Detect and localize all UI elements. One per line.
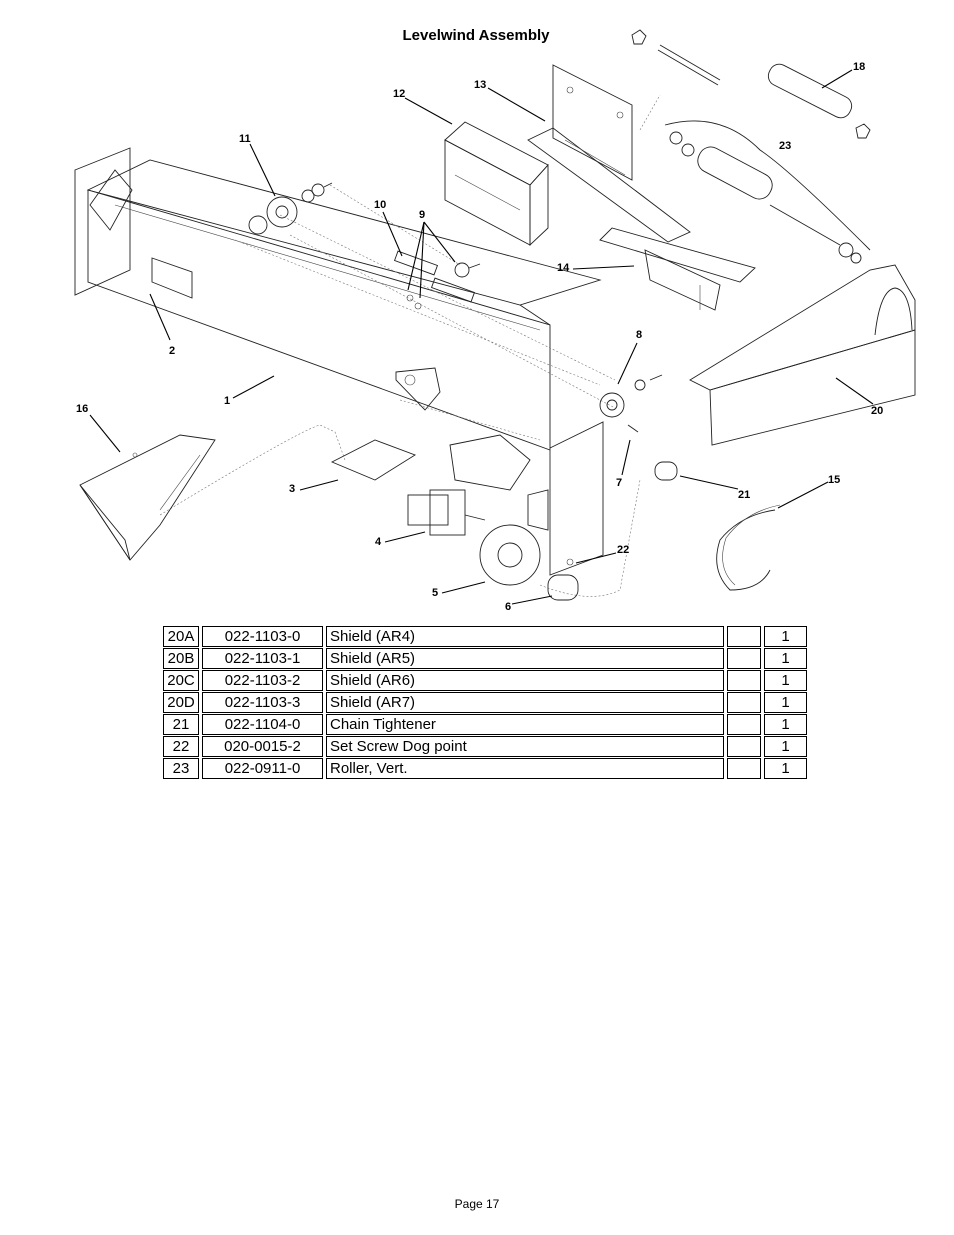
- note-cell: [727, 758, 761, 779]
- parts-table: 20A 022-1103-0 Shield (AR4) 1 20B 022-11…: [160, 625, 810, 780]
- callout-21: 21: [738, 489, 750, 501]
- quantity-cell: 1: [764, 648, 807, 669]
- table-row: 21 022-1104-0 Chain Tightener 1: [163, 714, 807, 735]
- note-cell: [727, 670, 761, 691]
- table-row: 20A 022-1103-0 Shield (AR4) 1: [163, 626, 807, 647]
- callout-10: 10: [374, 199, 386, 211]
- leader-lines: [89, 69, 874, 605]
- callout-13: 13: [474, 79, 486, 91]
- sprocket-8-drawing: [599, 374, 663, 433]
- callout-18: 18: [853, 61, 865, 73]
- item-cell: 23: [163, 758, 199, 779]
- note-cell: [727, 692, 761, 713]
- note-cell: [727, 626, 761, 647]
- quantity-cell: 1: [764, 692, 807, 713]
- description-cell: Set Screw Dog point: [326, 736, 724, 757]
- callout-22: 22: [617, 544, 629, 556]
- table-row: 20B 022-1103-1 Shield (AR5) 1: [163, 648, 807, 669]
- description-cell: Shield (AR4): [326, 626, 724, 647]
- note-cell: [727, 714, 761, 735]
- callout-8: 8: [636, 329, 642, 341]
- table-row: 23 022-0911-0 Roller, Vert. 1: [163, 758, 807, 779]
- callout-11: 11: [239, 133, 251, 145]
- part-number-cell: 020-0015-2: [202, 736, 323, 757]
- drive-components-drawing: [330, 434, 579, 601]
- part-number-cell: 022-1103-0: [202, 626, 323, 647]
- callout-1: 1: [224, 395, 230, 407]
- quantity-cell: 1: [764, 758, 807, 779]
- chain-links-drawing: [393, 250, 481, 310]
- part-number-cell: 022-1104-0: [202, 714, 323, 735]
- table-row: 22 020-0015-2 Set Screw Dog point 1: [163, 736, 807, 757]
- part-number-cell: 022-1103-2: [202, 670, 323, 691]
- item-cell: 21: [163, 714, 199, 735]
- callout-20: 20: [871, 405, 883, 417]
- quantity-cell: 1: [764, 714, 807, 735]
- description-cell: Roller, Vert.: [326, 758, 724, 779]
- roller-assembly-drawing: [631, 29, 871, 264]
- tightener-chain-drawing: [654, 461, 781, 591]
- chain-path-lines: [159, 94, 661, 597]
- bracket-14-drawing: [599, 227, 756, 311]
- part-number-cell: 022-1103-1: [202, 648, 323, 669]
- quantity-cell: 1: [764, 670, 807, 691]
- table-row: 20C 022-1103-2 Shield (AR6) 1: [163, 670, 807, 691]
- table-row: 20D 022-1103-3 Shield (AR7) 1: [163, 692, 807, 713]
- callout-15: 15: [828, 474, 840, 486]
- callout-9: 9: [419, 209, 425, 221]
- shield-16-drawing: [79, 434, 216, 561]
- note-cell: [727, 648, 761, 669]
- callout-23: 23: [779, 140, 791, 152]
- page-number: Page 17: [454, 1197, 500, 1211]
- bracket-12-drawing: [444, 121, 549, 247]
- quantity-cell: 1: [764, 736, 807, 757]
- exploded-parts-diagram: 1 2 3 4 5 6 7 8 9 10 11 12 13 14 15 16 1…: [74, 29, 916, 613]
- callout-2: 2: [169, 345, 175, 357]
- item-cell: 20A: [163, 626, 199, 647]
- callout-12: 12: [393, 88, 405, 100]
- callout-16: 16: [76, 403, 88, 415]
- page-title: Levelwind Assembly: [402, 27, 550, 44]
- callout-14: 14: [557, 262, 570, 274]
- main-beam-drawing: [74, 147, 604, 576]
- quantity-cell: 1: [764, 626, 807, 647]
- item-cell: 20B: [163, 648, 199, 669]
- plate-13-drawing: [527, 64, 691, 243]
- callout-labels: 1 2 3 4 5 6 7 8 9 10 11 12 13 14 15 16 1…: [76, 61, 883, 613]
- callout-7: 7: [616, 477, 622, 489]
- description-cell: Chain Tightener: [326, 714, 724, 735]
- description-cell: Shield (AR7): [326, 692, 724, 713]
- callout-6: 6: [505, 601, 511, 613]
- part-number-cell: 022-1103-3: [202, 692, 323, 713]
- item-cell: 22: [163, 736, 199, 757]
- part-number-cell: 022-0911-0: [202, 758, 323, 779]
- description-cell: Shield (AR6): [326, 670, 724, 691]
- callout-5: 5: [432, 587, 438, 599]
- note-cell: [727, 736, 761, 757]
- item-cell: 20C: [163, 670, 199, 691]
- callout-3: 3: [289, 483, 295, 495]
- shield-20-drawing: [689, 264, 916, 446]
- description-cell: Shield (AR5): [326, 648, 724, 669]
- sprocket-11-drawing: [248, 182, 333, 235]
- item-cell: 20D: [163, 692, 199, 713]
- callout-4: 4: [375, 536, 382, 548]
